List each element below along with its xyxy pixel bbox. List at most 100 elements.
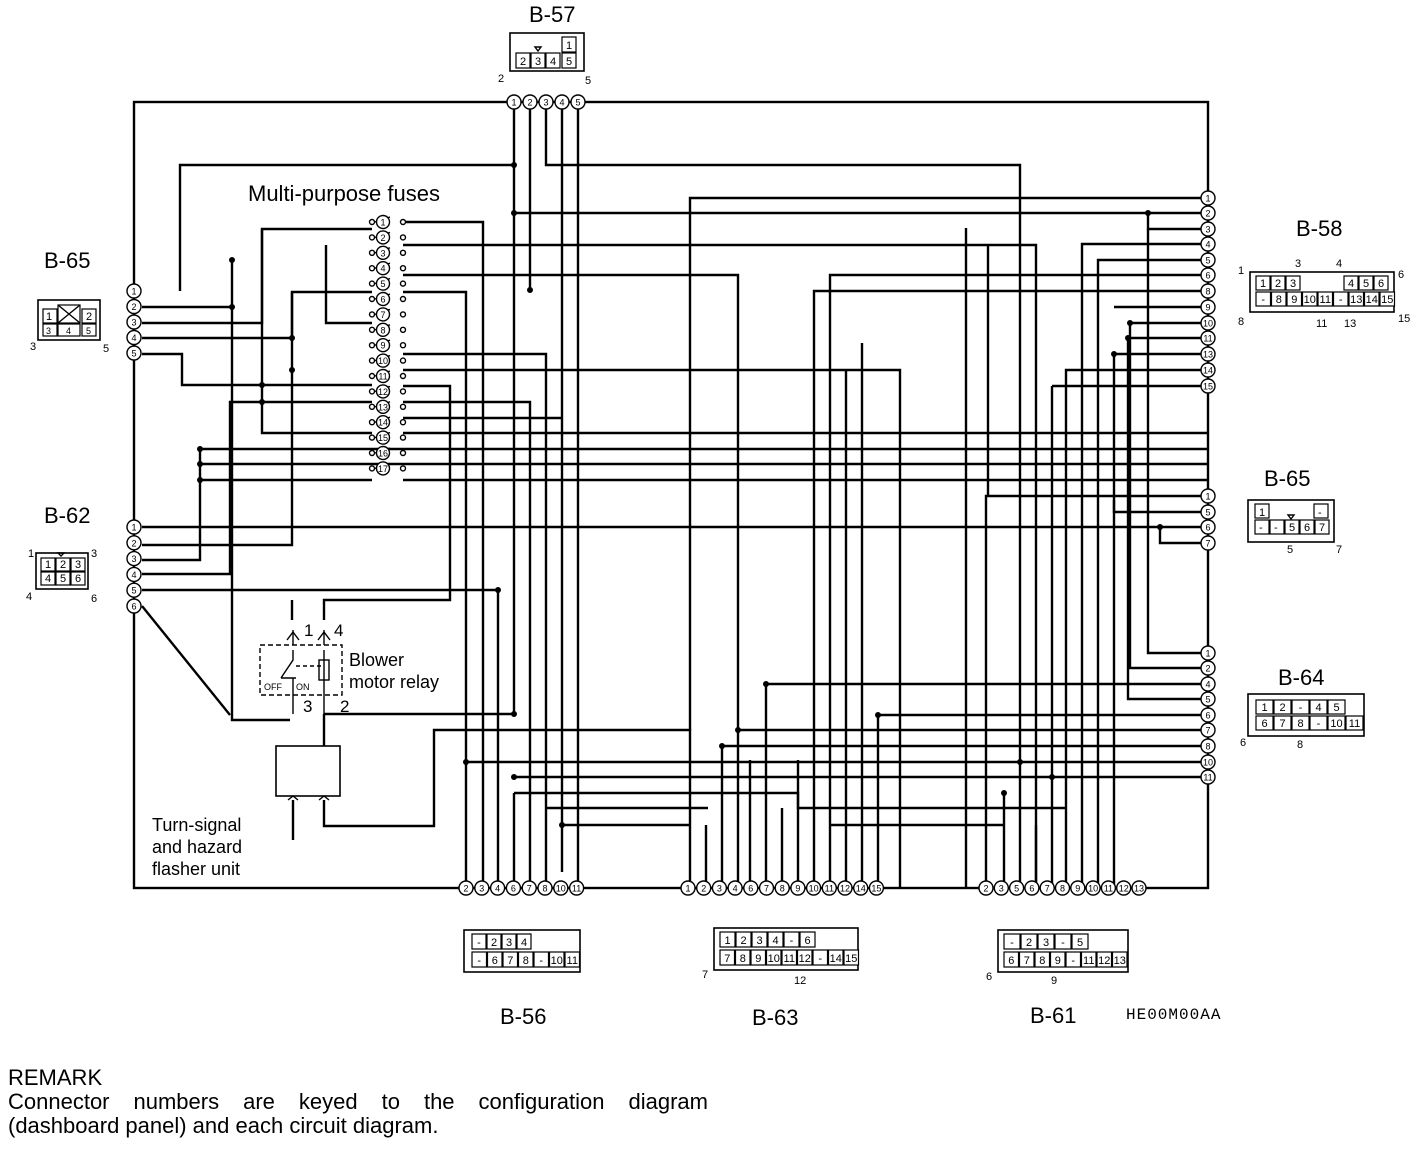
- fuse-11: 11: [368, 368, 407, 384]
- b56-pin-label: 11: [572, 884, 581, 894]
- b56-pin-label: 10: [556, 884, 566, 894]
- b65l-pin-label: 4: [131, 333, 136, 343]
- b64-bot-cell: 7: [1279, 718, 1285, 730]
- b58-pin-15: 15: [1200, 378, 1216, 394]
- b65l-pin-1: 1: [126, 283, 142, 299]
- relay-pin-2: 2: [340, 697, 349, 716]
- b65r-face-d2: -: [1274, 522, 1278, 534]
- b65r-pin-label: 1: [1205, 492, 1210, 502]
- b62-pin-2: 2: [126, 535, 142, 551]
- b58-pin-8: 8: [1200, 283, 1216, 299]
- fuse-17: 17: [368, 461, 407, 476]
- b63-bot-cell: 10: [768, 953, 780, 965]
- b61-bot-cell: 12: [1098, 955, 1110, 967]
- b62-face-6: 6: [75, 573, 81, 585]
- b58-bot-cell: 11: [1320, 294, 1331, 306]
- b62-pin-3: 3: [126, 550, 142, 567]
- b58-top-cell: 4: [1348, 278, 1354, 290]
- b56-pin-4: 4: [489, 880, 506, 896]
- b62-face-4: 4: [45, 573, 51, 585]
- b57-face-pin-1: 1: [566, 40, 572, 52]
- b62-pin-label: 4: [131, 570, 136, 580]
- b61-pin-label: 3: [999, 884, 1004, 894]
- b63-pin-7: 7: [758, 880, 775, 896]
- b64-bot-cell: 6: [1261, 718, 1267, 730]
- relay-pin-4: 4: [334, 621, 343, 640]
- b63-pin-label: 8: [780, 884, 785, 894]
- b57-face-pin-5: 5: [566, 56, 572, 68]
- b63-bot-cell: 9: [755, 953, 761, 965]
- b58-pin-label: 5: [1205, 256, 1210, 266]
- b57-pin-3: 3: [538, 94, 554, 110]
- b56-top-cell: -: [477, 937, 481, 949]
- b65r-end-5: 5: [1287, 544, 1293, 556]
- fuse-4: 4: [368, 261, 407, 276]
- b63-pin-9: 9: [790, 880, 806, 896]
- b61-pin-label: 2: [983, 884, 988, 894]
- b63-pin-label: 4: [733, 884, 738, 894]
- b62-end-3: 3: [91, 548, 97, 560]
- b56-bot-cell: 11: [567, 955, 578, 967]
- b63-bot-cell: 12: [799, 953, 811, 965]
- b56-pin-7: 7: [521, 880, 537, 896]
- b63-pin-label: 11: [825, 884, 834, 894]
- b61-pin-6: 6: [1024, 880, 1040, 896]
- b57-pin-5: 5: [570, 94, 586, 110]
- b58-end-3: 3: [1295, 258, 1301, 270]
- b65l-pin-label: 5: [131, 349, 136, 359]
- b58-pin-label: 11: [1203, 334, 1212, 344]
- b58-pin-14: 14: [1200, 362, 1216, 378]
- b63-pin-2: 2: [696, 880, 712, 896]
- b62-end-4: 4: [26, 591, 32, 603]
- fuse-number: 12: [378, 387, 388, 397]
- b65l-pin-4: 4: [126, 329, 142, 346]
- b63-pin-label: 3: [717, 884, 722, 894]
- b62-pin-1: 1: [126, 519, 142, 535]
- b58-pin-9: 9: [1200, 299, 1216, 315]
- fuse-number: 4: [380, 264, 385, 274]
- relay-pin-1: 1: [304, 621, 313, 640]
- fuse-5: 5: [368, 276, 407, 291]
- b64-top-cell: 4: [1315, 702, 1321, 714]
- b64-label: B-64: [1278, 665, 1324, 690]
- b61-pin-9: 9: [1070, 880, 1086, 896]
- flasher-label-3: flasher unit: [152, 859, 240, 879]
- relay-off-label: OFF: [264, 682, 282, 692]
- b63-pin-label: 14: [856, 884, 866, 894]
- b56-pin-label: 3: [479, 884, 484, 894]
- b64-top-cell: 5: [1333, 702, 1339, 714]
- b64-pin-4: 4: [1200, 676, 1216, 692]
- b63-pin-12: 12: [837, 880, 853, 896]
- b62-label: B-62: [44, 503, 90, 528]
- fuse-3: 3: [368, 245, 407, 261]
- flasher-label-1: Turn-signal: [152, 815, 241, 835]
- b58-bot-cell: 15: [1381, 294, 1393, 306]
- relay-label-1: Blower: [349, 650, 404, 670]
- b58-pin-10: 10: [1200, 315, 1216, 331]
- remark-title: REMARK: [8, 1065, 103, 1090]
- b65r-end-7: 7: [1336, 544, 1342, 556]
- b64-bot-cell: 11: [1349, 718, 1360, 730]
- b62-pin-5: 5: [126, 582, 142, 598]
- b61-pin-label: 12: [1119, 884, 1129, 894]
- b65l-pin-5: 5: [126, 345, 142, 361]
- b56-bot-cell: 8: [523, 955, 529, 967]
- b63-end-7: 7: [702, 969, 708, 981]
- b63-pin-6: 6: [743, 880, 759, 896]
- b58-pin-11: 11: [1200, 330, 1216, 346]
- b61-pin-label: 6: [1029, 884, 1034, 894]
- remark-line-1: Connector numbers are keyed to the confi…: [8, 1089, 708, 1114]
- b56-pin-10: 10: [553, 880, 569, 896]
- b58-end-8: 8: [1238, 316, 1244, 328]
- b63-pin-1: 1: [680, 880, 696, 896]
- b65r-pin-label: 6: [1205, 523, 1210, 533]
- fuse-number: 6: [380, 295, 385, 305]
- b58-end-11: 11: [1316, 318, 1327, 330]
- b57-face-pin-4: 4: [550, 56, 556, 68]
- b58-top-cell: 6: [1378, 278, 1384, 290]
- b57-pin-label: 1: [511, 98, 516, 108]
- b58-bot-cell: 8: [1276, 294, 1282, 306]
- b56-pin-11: 11: [568, 880, 585, 896]
